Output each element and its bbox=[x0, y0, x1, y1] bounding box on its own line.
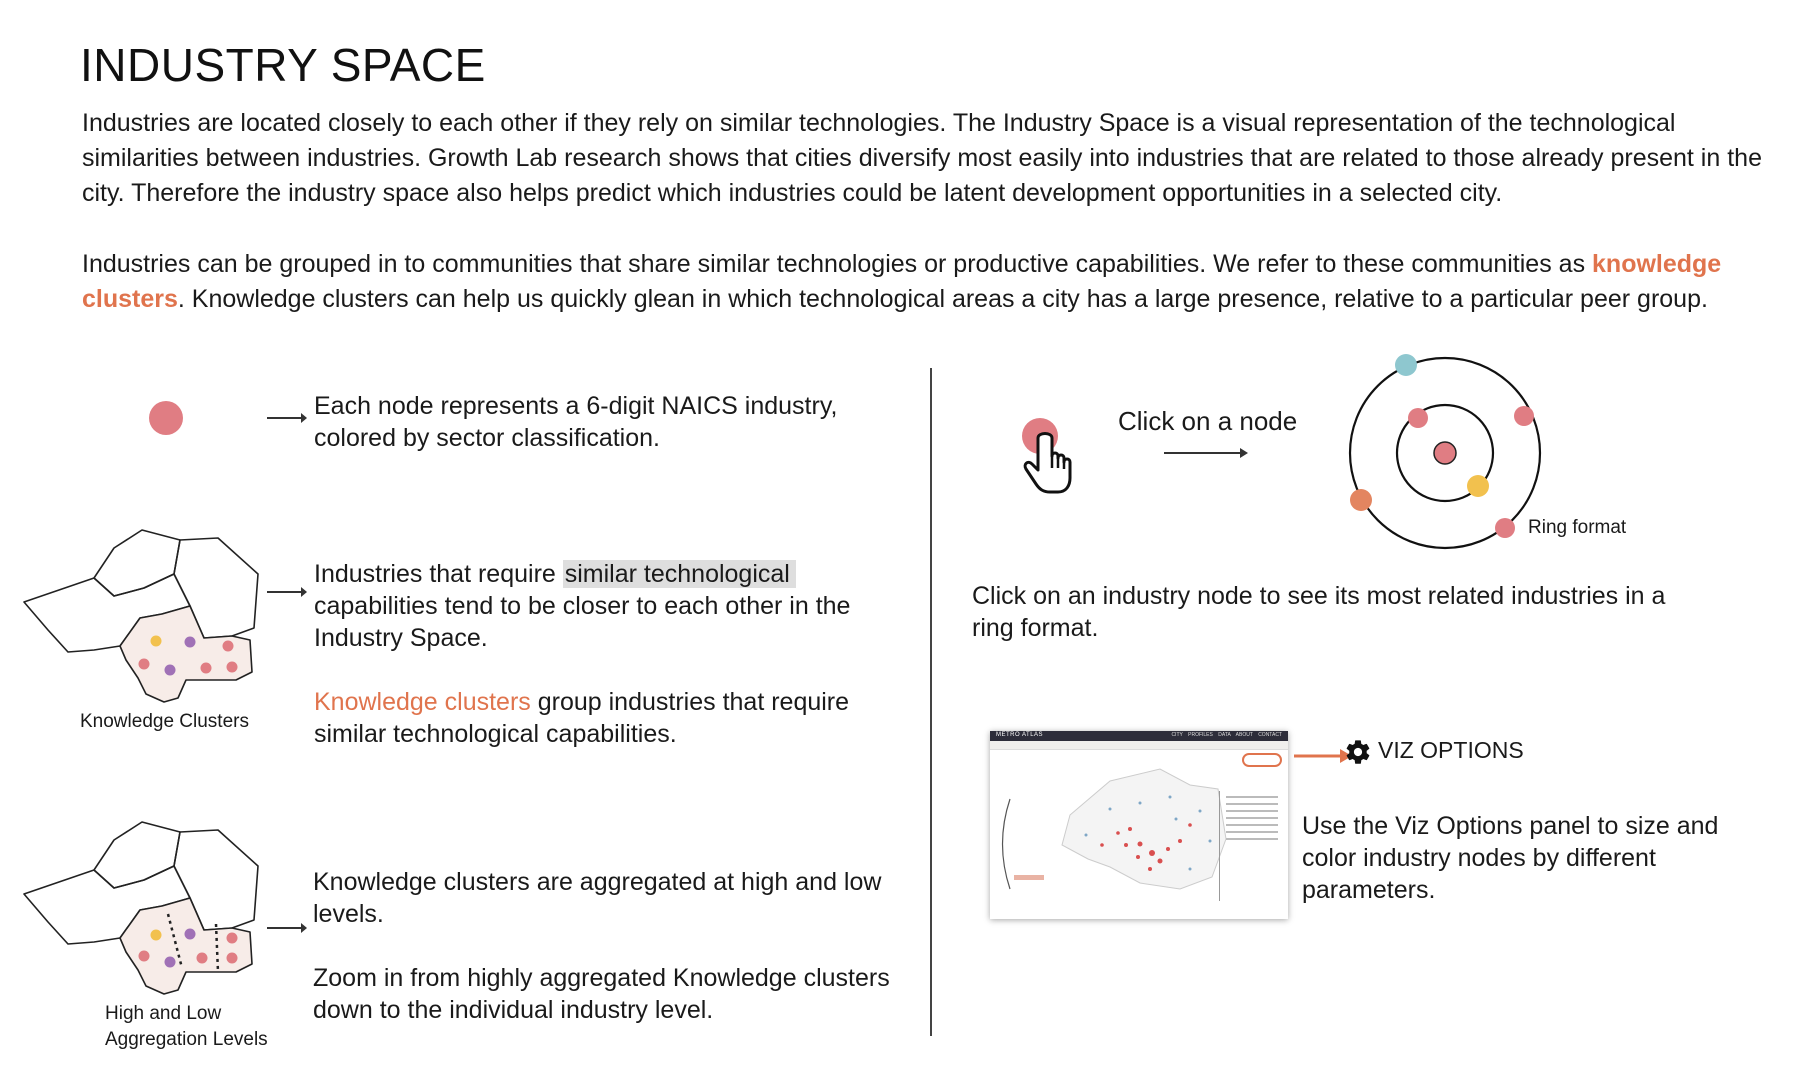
node-description: Each node represents a 6-digit NAICS ind… bbox=[314, 392, 838, 452]
industry-node-icon bbox=[149, 401, 183, 435]
viz-options-button-highlight bbox=[1242, 753, 1282, 767]
knowledge-clusters-caption: Knowledge Clusters bbox=[80, 711, 249, 732]
similar-tech-text-end: capabilities tend to be closer to each o… bbox=[314, 592, 851, 652]
similar-tech-highlight: similar technological bbox=[562, 560, 796, 588]
arrow-right-icon bbox=[267, 923, 307, 933]
screenshot-brand: METRO ATLAS bbox=[996, 732, 1044, 738]
screenshot-subheader bbox=[990, 741, 1288, 750]
screenshot-side-panel bbox=[1219, 791, 1284, 901]
similar-tech-description: Industries that require similar technolo… bbox=[314, 558, 874, 654]
knowledge-clusters-link: knowledge clusters bbox=[82, 250, 1722, 313]
aggregation-caption-line-2: Aggregation Levels bbox=[105, 1029, 268, 1050]
gear-icon bbox=[1346, 740, 1370, 764]
page-title: INDUSTRY SPACE bbox=[80, 39, 486, 91]
intro-paragraph-2-text: Industries can be grouped in to communit… bbox=[82, 250, 1593, 278]
column-divider bbox=[930, 368, 932, 1036]
intro-paragraph-1: Industries are located closely to each o… bbox=[82, 109, 1762, 207]
knowledge-clusters-description: Knowledge clusters group industries that… bbox=[314, 686, 914, 750]
ring-format-diagram bbox=[1348, 354, 1542, 550]
viz-options-description: Use the Viz Options panel to size and co… bbox=[1302, 812, 1719, 904]
viz-options-screenshot: METRO ATLAS CITY PROFILES DATA ABOUT CON… bbox=[990, 731, 1288, 919]
aggregation-caption-line-1: High and Low bbox=[105, 1003, 222, 1024]
knowledge-clusters-text: group industries that require similar te… bbox=[314, 688, 850, 748]
arrow-right-icon bbox=[1294, 749, 1352, 763]
arrow-right-icon bbox=[267, 413, 307, 423]
screenshot-header: METRO ATLAS CITY PROFILES DATA ABOUT CON… bbox=[990, 731, 1288, 741]
click-node-label: Click on a node bbox=[1118, 406, 1298, 436]
zoom-description: Zoom in from highly aggregated Knowledge… bbox=[313, 964, 890, 1024]
knowledge-clusters-diagram bbox=[23, 529, 259, 703]
arrow-right-icon bbox=[267, 587, 307, 597]
screenshot-industry-space bbox=[1001, 768, 1227, 890]
ring-description: Click on an industry node to see its mos… bbox=[972, 582, 1666, 642]
screenshot-nav: CITY PROFILES DATA ABOUT CONTACT bbox=[1171, 732, 1282, 738]
knowledge-clusters-term: Knowledge clusters bbox=[314, 688, 531, 716]
intro-paragraph-2: Industries can be grouped in to communit… bbox=[82, 247, 1762, 317]
intro-paragraph-2-end: . Knowledge clusters can help us quickly… bbox=[177, 285, 1708, 313]
similar-tech-text: Industries that require bbox=[314, 560, 563, 588]
viz-options-label: VIZ OPTIONS bbox=[1378, 737, 1524, 763]
arrow-right-icon bbox=[1164, 448, 1248, 458]
aggregation-description: Knowledge clusters are aggregated at hig… bbox=[313, 868, 882, 928]
ring-format-caption: Ring format bbox=[1528, 517, 1627, 538]
aggregation-levels-diagram bbox=[23, 821, 259, 995]
click-node-icon bbox=[1022, 418, 1072, 494]
